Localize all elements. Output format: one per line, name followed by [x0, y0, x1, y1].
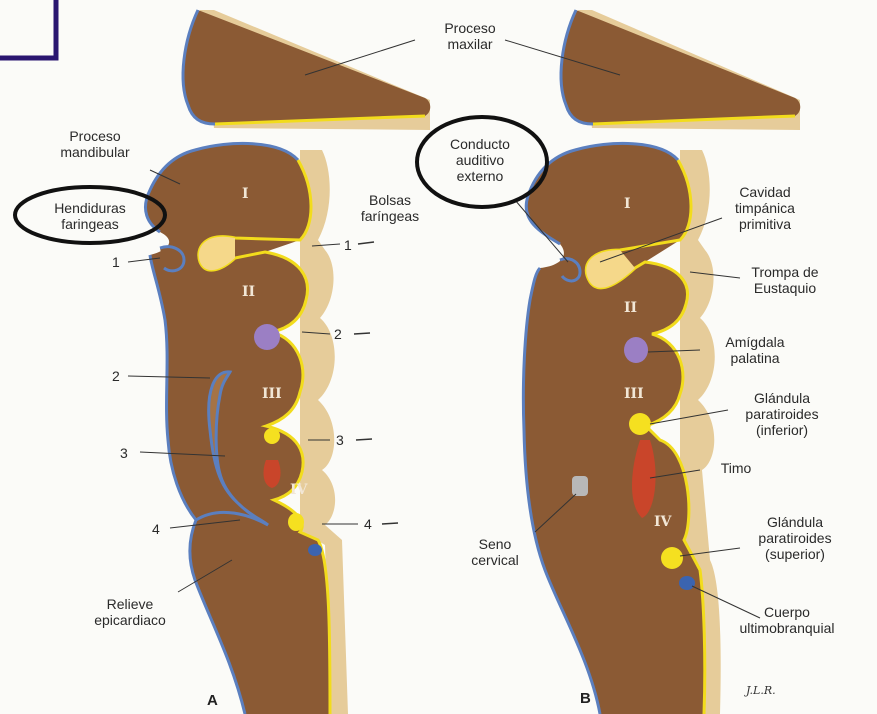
label-line: palatina — [700, 350, 810, 366]
dash-p1 — [358, 242, 374, 244]
label-line: Cavidad — [715, 184, 815, 200]
label-paratiroides-inferior: Glándula paratiroides (inferior) — [722, 390, 842, 438]
ultimobranchial-a — [308, 544, 322, 556]
arch-numeral-b-1: I — [624, 196, 631, 212]
parathyroid-inf-b — [629, 413, 651, 435]
label-line: epicardiaco — [75, 612, 185, 628]
label-line: ultimobranquial — [722, 620, 852, 636]
label-amigdala: Amígdala palatina — [700, 334, 810, 366]
dash-p2 — [354, 333, 370, 334]
label-line: (superior) — [735, 546, 855, 562]
label-proceso-mandibular: Proceso mandibular — [40, 128, 150, 160]
label-line: Trompa de — [730, 264, 840, 280]
cleft-number-4: 4 — [152, 521, 160, 537]
label-line: paratiroides — [722, 406, 842, 422]
pouch-number-4: 4 — [364, 516, 372, 532]
ear-canal-b — [560, 259, 580, 281]
label-line: cervical — [450, 552, 540, 568]
label-line: Seno — [450, 536, 540, 552]
label-cavidad: Cavidad timpánica primitiva — [715, 184, 815, 232]
parathyroid-inf-a — [264, 428, 280, 444]
label-line: primitiva — [715, 216, 815, 232]
arch-numeral-b-4: IV — [654, 514, 671, 530]
label-line: Conducto — [420, 136, 540, 152]
label-line: faríngeas — [335, 208, 445, 224]
label-line: auditivo — [420, 152, 540, 168]
label-line: Relieve — [75, 596, 185, 612]
label-trompa: Trompa de Eustaquio — [730, 264, 840, 296]
panel-label-a: A — [207, 692, 218, 709]
label-paratiroides-superior: Glándula paratiroides (superior) — [735, 514, 855, 562]
label-seno: Seno cervical — [450, 536, 540, 568]
label-line: mandibular — [40, 144, 150, 160]
label-line: paratiroides — [735, 530, 855, 546]
arch-numeral-b-3: III — [624, 386, 644, 402]
cleft-number-1: 1 — [112, 254, 120, 270]
label-line: Proceso — [415, 20, 525, 36]
label-proceso-maxilar: Proceso maxilar — [415, 20, 525, 52]
label-timo: Timo — [706, 460, 766, 476]
parathyroid-sup-b — [661, 547, 683, 569]
label-line: Cuerpo — [722, 604, 852, 620]
label-line: maxilar — [415, 36, 525, 52]
arch-numeral-a-3: III — [262, 386, 282, 402]
label-line: Bolsas — [335, 192, 445, 208]
cleft-number-2: 2 — [112, 368, 120, 384]
maxillary-process-a — [183, 10, 430, 124]
label-line: Glándula — [722, 390, 842, 406]
label-line: Glándula — [735, 514, 855, 530]
label-line: Proceso — [40, 128, 150, 144]
parathyroid-sup-a — [288, 513, 304, 531]
tonsil-a — [254, 324, 280, 350]
maxillary-process-b — [561, 10, 800, 124]
cleft-number-3: 3 — [120, 445, 128, 461]
cervical-sinus-b — [572, 476, 588, 496]
label-line: timpánica — [715, 200, 815, 216]
label-conducto: Conducto auditivo externo — [420, 136, 540, 184]
label-bolsas: Bolsas faríngeas — [335, 192, 445, 224]
pouch-number-2: 2 — [334, 326, 342, 342]
dash-p4 — [382, 523, 398, 524]
arch-numeral-a-1: I — [242, 186, 249, 202]
ultimobranchial-b — [679, 576, 695, 590]
arch-numeral-a-4: IV — [290, 482, 307, 498]
tonsil-b — [624, 337, 648, 363]
artist-signature: J.L.R. — [746, 684, 776, 697]
label-line: Hendiduras — [30, 200, 150, 216]
label-line: (inferior) — [722, 422, 842, 438]
frame-corner — [0, 0, 56, 58]
label-hendiduras: Hendiduras faringeas — [30, 200, 150, 232]
pouch-number-3: 3 — [336, 432, 344, 448]
pouch-number-1: 1 — [344, 237, 352, 253]
label-relieve: Relieve epicardiaco — [75, 596, 185, 628]
arch-numeral-b-2: II — [624, 300, 637, 316]
panel-label-b: B — [580, 690, 591, 707]
label-line: Eustaquio — [730, 280, 840, 296]
label-line: faringeas — [30, 216, 150, 232]
dash-p3 — [356, 439, 372, 440]
label-cuerpo: Cuerpo ultimobranquial — [722, 604, 852, 636]
label-line: Amígdala — [700, 334, 810, 350]
arch-numeral-a-2: II — [242, 284, 255, 300]
label-line: externo — [420, 168, 540, 184]
embryo-body-b — [523, 143, 704, 714]
